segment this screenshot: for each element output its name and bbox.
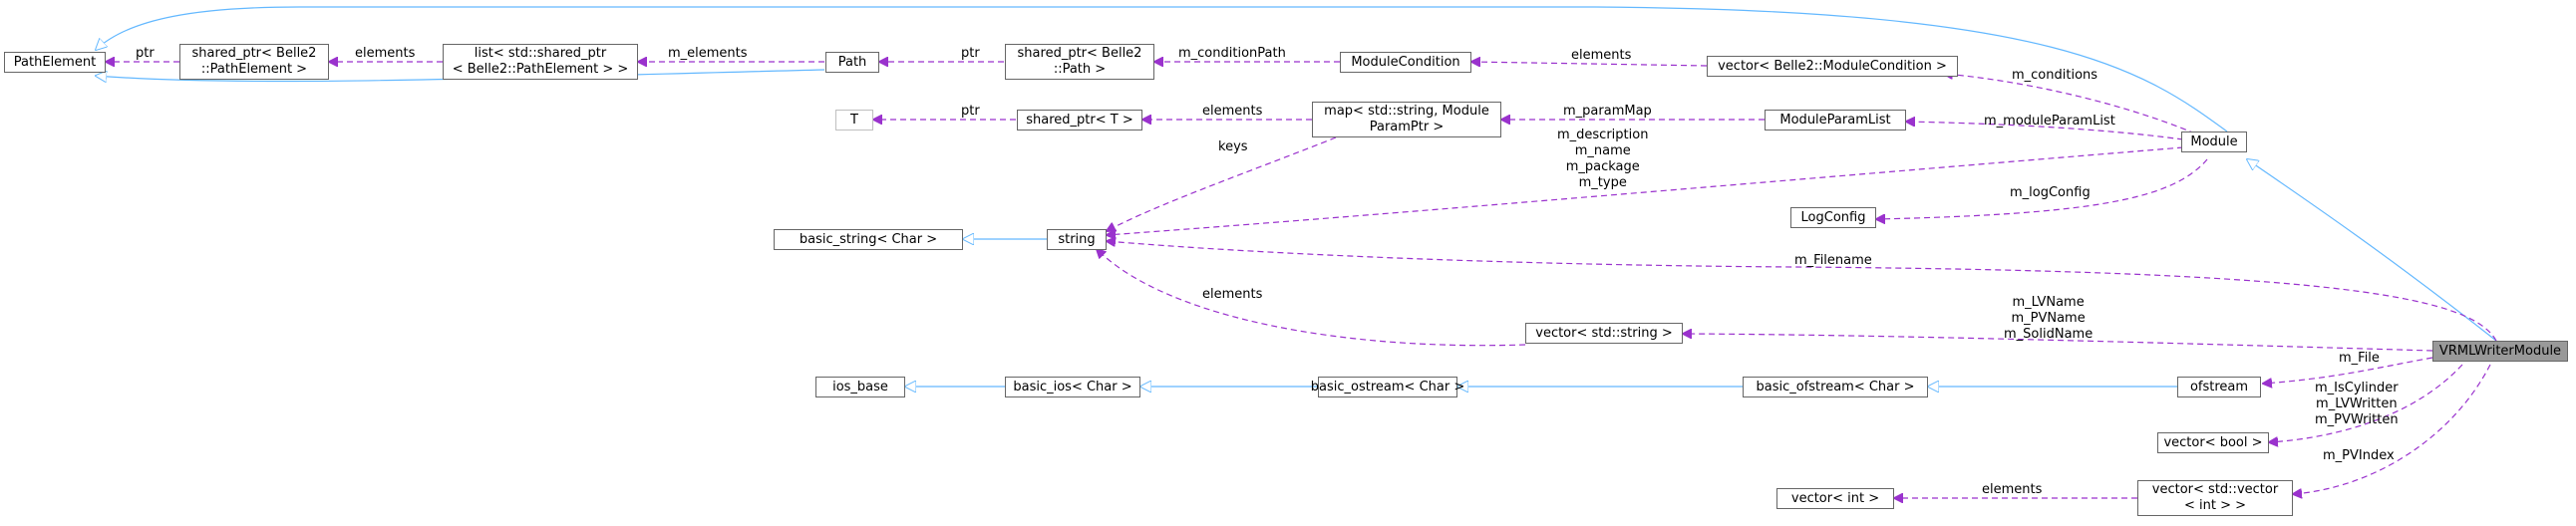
label-m-elements: m_elements bbox=[668, 46, 748, 61]
node-path-element-line-1: PathElement bbox=[13, 54, 97, 70]
node-basic-ostream-line-1: basic_ostream< Char > bbox=[1310, 379, 1465, 394]
label-m-file: m_File bbox=[2339, 351, 2380, 366]
label-m-log-config: m_logConfig bbox=[2010, 185, 2091, 200]
node-list-shared-ptr-line-2: < Belle2::PathElement > > bbox=[452, 62, 629, 77]
edge-m-filename bbox=[1107, 241, 2497, 342]
node-list-shared-ptr[interactable]: list< std::shared_ptr< Belle2::PathEleme… bbox=[443, 44, 638, 80]
edge-m-file bbox=[2263, 357, 2433, 384]
node-vector-module-condition[interactable]: vector< Belle2::ModuleCondition > bbox=[1707, 56, 1958, 77]
label-ptr-t: ptr bbox=[961, 104, 980, 119]
label-m-condition-path: m_conditionPath bbox=[1178, 46, 1286, 61]
node-shared-ptr-path-element-line-2: ::PathElement > bbox=[200, 62, 308, 77]
node-basic-ios-line-1: basic_ios< Char > bbox=[1013, 379, 1132, 394]
label-elements-vector-string: elements bbox=[1202, 287, 1263, 302]
node-module-condition[interactable]: ModuleCondition bbox=[1340, 52, 1471, 73]
node-ofstream-line-1: ofstream bbox=[2189, 379, 2249, 394]
label-ptr-path-element: ptr bbox=[136, 46, 155, 61]
node-shared-ptr-path-line-1: shared_ptr< Belle2 bbox=[1017, 46, 1142, 61]
node-path-line-1: Path bbox=[837, 54, 867, 70]
edge-m-module-param-list bbox=[1906, 122, 2184, 140]
node-basic-string[interactable]: basic_string< Char > bbox=[774, 229, 963, 250]
label-m-conditions: m_conditions bbox=[2012, 68, 2098, 83]
node-module-param-list-line-1: ModuleParamList bbox=[1779, 112, 1891, 128]
node-vector-int-line-1: vector< int > bbox=[1790, 490, 1880, 506]
node-path-element[interactable]: PathElement bbox=[4, 52, 106, 73]
edge-vrml-inherits-module bbox=[2247, 159, 2497, 342]
node-ios-base-line-1: ios_base bbox=[832, 379, 888, 394]
edge-module-strings bbox=[1107, 146, 2184, 235]
node-basic-ofstream[interactable]: basic_ofstream< Char > bbox=[1743, 377, 1928, 397]
edge-m-pv-index bbox=[2293, 364, 2491, 494]
node-vector-vector-int[interactable]: vector< std::vector< int > > bbox=[2137, 480, 2293, 516]
node-module-condition-line-1: ModuleCondition bbox=[1351, 54, 1460, 70]
node-basic-ostream[interactable]: basic_ostream< Char > bbox=[1311, 377, 1464, 397]
node-vector-string[interactable]: vector< std::string > bbox=[1525, 323, 1683, 344]
node-vector-string-line-1: vector< std::string > bbox=[1535, 325, 1673, 341]
node-log-config-line-1: LogConfig bbox=[1800, 209, 1866, 225]
node-vector-bool[interactable]: vector< bool > bbox=[2157, 432, 2269, 453]
node-module-param-list[interactable]: ModuleParamList bbox=[1765, 110, 1906, 131]
label-elements-vector-int: elements bbox=[1982, 482, 2043, 497]
node-ios-base[interactable]: ios_base bbox=[815, 377, 905, 397]
node-shared-ptr-t-line-1: shared_ptr< T > bbox=[1026, 112, 1133, 128]
label-m-param-map: m_paramMap bbox=[1563, 104, 1652, 119]
node-vector-vector-int-line-2: < int > > bbox=[2183, 498, 2247, 513]
edge-m-log-config bbox=[1876, 158, 2208, 219]
label-m-filename: m_Filename bbox=[1794, 253, 1872, 268]
edge-module-inherits-path-element bbox=[96, 6, 2228, 132]
node-vector-bool-line-1: vector< bool > bbox=[2163, 434, 2263, 450]
node-vrml-writer-module-line-1: VRMLWriterModule bbox=[2438, 343, 2562, 359]
node-list-shared-ptr-line-1: list< std::shared_ptr bbox=[474, 46, 607, 61]
node-t[interactable]: T bbox=[835, 110, 873, 131]
label-m-pv-index: m_PVIndex bbox=[2323, 448, 2395, 463]
label-ptr-path: ptr bbox=[961, 46, 980, 61]
node-shared-ptr-path[interactable]: shared_ptr< Belle2::Path > bbox=[1005, 44, 1154, 80]
node-path[interactable]: Path bbox=[825, 52, 879, 73]
node-vector-module-condition-line-1: vector< Belle2::ModuleCondition > bbox=[1718, 58, 1947, 74]
node-shared-ptr-path-element[interactable]: shared_ptr< Belle2::PathElement > bbox=[179, 44, 329, 80]
label-keys: keys bbox=[1218, 139, 1248, 154]
node-shared-ptr-path-element-line-1: shared_ptr< Belle2 bbox=[191, 46, 317, 61]
edge-m-conditions bbox=[1944, 74, 2196, 134]
node-string[interactable]: string bbox=[1047, 229, 1107, 250]
label-m-module-param-list: m_moduleParamList bbox=[1984, 114, 2115, 129]
node-vector-vector-int-line-1: vector< std::vector bbox=[2151, 482, 2279, 497]
label-elements-list: elements bbox=[355, 46, 416, 61]
node-ofstream[interactable]: ofstream bbox=[2177, 377, 2261, 397]
node-vector-int[interactable]: vector< int > bbox=[1776, 488, 1894, 509]
node-shared-ptr-path-line-2: ::Path > bbox=[1053, 62, 1107, 77]
node-basic-ofstream-line-1: basic_ofstream< Char > bbox=[1756, 379, 1915, 394]
edge-keys bbox=[1107, 136, 1337, 231]
node-module-line-1: Module bbox=[2190, 133, 2238, 149]
node-vrml-writer-module[interactable]: VRMLWriterModule bbox=[2432, 341, 2568, 362]
node-t-line-1: T bbox=[850, 112, 858, 128]
node-module[interactable]: Module bbox=[2181, 132, 2247, 152]
node-shared-ptr-t[interactable]: shared_ptr< T > bbox=[1017, 110, 1142, 131]
node-map-param-line-1: map< std::string, Module bbox=[1324, 104, 1489, 119]
edge-path-inherits-path-element bbox=[96, 69, 825, 82]
node-log-config[interactable]: LogConfig bbox=[1790, 207, 1876, 228]
edge-elements-to-string bbox=[1097, 249, 1526, 347]
node-map-param-line-2: ParamPtr > bbox=[1369, 120, 1445, 134]
label-elements-map: elements bbox=[1202, 104, 1263, 119]
node-string-line-1: string bbox=[1058, 231, 1096, 247]
node-basic-ios[interactable]: basic_ios< Char > bbox=[1005, 377, 1140, 397]
node-basic-string-line-1: basic_string< Char > bbox=[799, 231, 938, 247]
label-elements-conditions: elements bbox=[1571, 48, 1632, 63]
